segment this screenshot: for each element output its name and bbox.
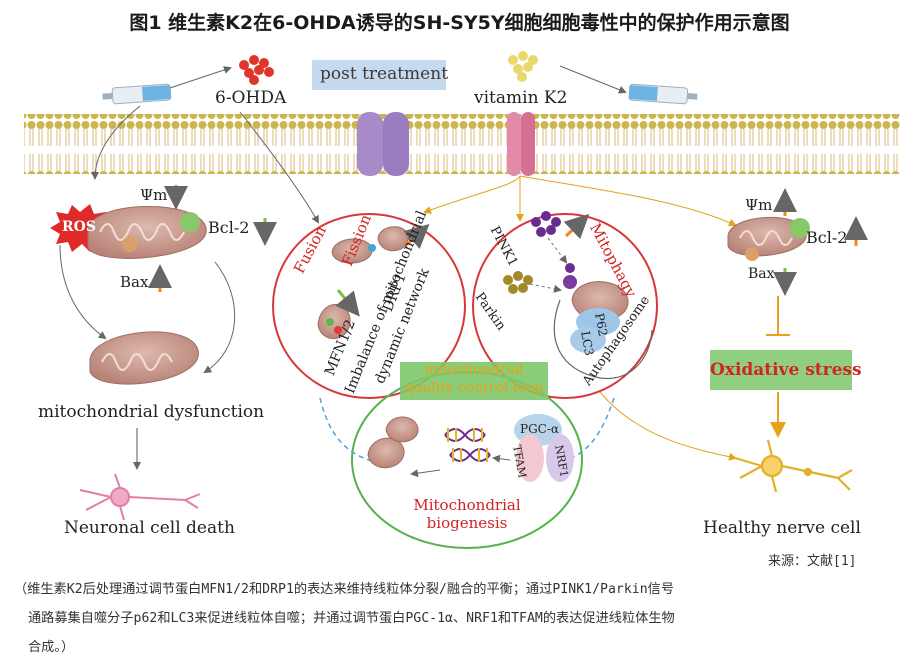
6ohda-molecules [239,55,274,85]
mito-dysfunction-label: mitochondrial dysfunction [38,402,265,422]
qc-loop-label-2: quality control loop [404,380,544,396]
mitochondrion-right [727,216,810,261]
inhibit-line [766,296,790,336]
bcl2-left-label: Bcl-2 [208,218,250,237]
mfn-down-arrow [335,289,360,317]
ros-label: ROS [62,219,96,235]
dying-neuron [79,473,201,521]
cell-membrane [24,114,900,174]
caption-line-3: 合成。） [28,640,75,655]
drp1-up-arrow [403,223,430,249]
post-treatment-label: post treatment [320,64,449,84]
syringe-right-icon [628,83,698,105]
dna-helix-icon [444,428,491,462]
source-note: 来源：文献[1] [768,554,857,569]
mitochondrion-left [87,206,207,259]
membrane-channel-right [507,112,535,176]
psi-left-label: Ψm [140,186,168,204]
biogenesis-mitochondria [367,416,419,469]
fission-mitochondria [331,226,409,264]
oxidative-stress-label: Oxidative stress [710,360,862,380]
vitamin-k2-molecules [508,51,538,82]
neuronal-death-label: Neuronal cell death [64,518,235,538]
nrf1-blob [546,434,574,482]
bcl2-right-label: Bcl-2 [806,228,848,247]
syringe-left-icon [102,83,172,105]
biogenesis-label-2: biogenesis [426,514,508,532]
qc-loop-label-1: mitochondrial [424,362,524,378]
tfam-blob [516,434,544,482]
vitamin-label: vitamin K2 [474,88,568,108]
qc-loop-box [400,362,548,400]
caption-line-2: 通路募集自噬分子p62和LC3来促进线粒体自噬；并通过调节蛋白PGC-1α、NR… [28,611,675,626]
post-treatment-box [312,60,446,90]
membrane-channel-left [357,112,409,176]
dynamics-ellipse [272,213,466,399]
psi-right-label: Ψm [745,196,773,214]
toxin-label: 6-OHDA [215,88,287,108]
autophagosome-arc [553,299,653,380]
pink1-up-arrow [563,213,590,240]
bax-right-label: Bax [748,266,775,282]
pgc-label: PGC-α [520,422,559,436]
bax-left-label: Bax [120,273,149,291]
caption-line-1: （维生素K2后处理通过调节蛋白MFN1/2和DRP1的表达来维持线粒体分裂/融合… [14,582,675,597]
oxidative-stress-box [710,350,852,390]
pink1-cluster [531,211,561,237]
healthy-neuron [734,439,853,493]
dna-bars [447,428,488,462]
figure-title: 图1 维生素K2在6-OHDA诱导的SH-SY5Y细胞细胞毒性中的保护作用示意图 [129,12,790,34]
biogenesis-label-1: Mitochondrial [413,496,521,514]
healthy-cell-label: Healthy nerve cell [703,518,861,538]
mitochondrion-damaged [89,331,199,385]
parkin-cluster [503,271,533,294]
lc3-blob [570,327,606,353]
